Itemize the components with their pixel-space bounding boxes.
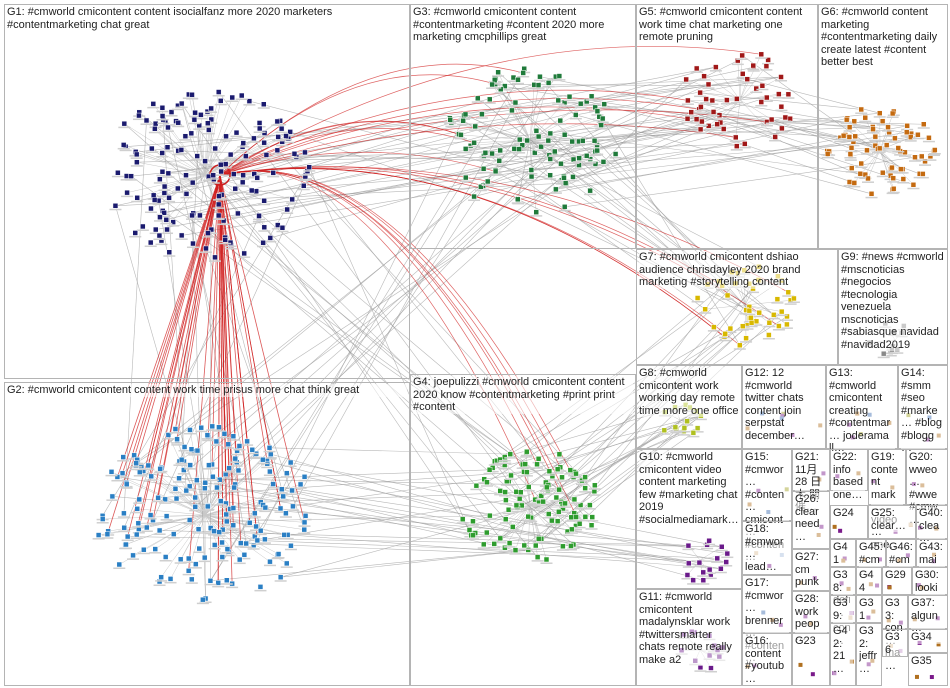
group-label-g42: G42: 21… — [833, 625, 853, 675]
group-label-g1: G1: #cmworld cmicontent content isocialf… — [7, 6, 407, 31]
group-box-g46: G46: #cm… — [886, 539, 916, 567]
group-box-g25: G25: clear… — [868, 505, 916, 539]
group-box-g45: G45: #cm… — [856, 539, 886, 567]
group-box-g36: G36 — [882, 629, 908, 657]
group-box-g2: G2: #cmworld cmicontent content work tim… — [4, 382, 410, 686]
group-box-g5: G5: #cmworld cmicontent content work tim… — [636, 4, 818, 249]
group-box-g18: G18: #cmwor… lead… — [742, 521, 792, 575]
group-label-g23: G23 — [795, 635, 827, 648]
group-box-g26: G26: clear need… — [792, 491, 830, 549]
group-label-g22: G22: info based one… — [833, 451, 865, 501]
group-label-g34: G34 — [911, 631, 945, 644]
group-label-g6: G6: #cmworld content marketing #contentm… — [821, 6, 945, 69]
group-label-g8: G8: #cmworld cmicontent work working day… — [639, 367, 739, 417]
group-box-g29: G29 — [882, 567, 912, 595]
group-label-g44: G44 — [859, 569, 879, 594]
group-box-g27: G27: cm punk — [792, 549, 830, 591]
group-box-g42: G42: 21… — [830, 623, 856, 686]
group-label-g36: G36 — [885, 631, 905, 656]
group-box-g21: G21: 11月28 日 木 開催… — [792, 449, 830, 491]
group-box-g15: G15: #cmwor… #conten… cmicont… #conten… — [742, 449, 792, 521]
group-label-g12: G12: 12 #cmworld twitter chats content j… — [745, 367, 823, 442]
group-label-g11: G11: #cmworld cmicontent madalynsklar wo… — [639, 591, 739, 666]
group-box-g43: G43: mai… — [916, 539, 948, 567]
group-label-g16: G16: content #youtub… — [745, 635, 789, 685]
group-box-g32: G32: jeffr… — [856, 623, 882, 686]
group-label-g29: G29 — [885, 569, 909, 582]
group-label-g26: G26: clear need… — [795, 493, 827, 543]
group-box-g16: G16: content #youtub… — [742, 633, 792, 686]
group-box-g3: G3: #cmworld cmicontent content #content… — [410, 4, 636, 249]
group-box-g44: G44 — [856, 567, 882, 595]
group-label-g13: G13: #cmworld cmicontent creating #conte… — [829, 367, 895, 455]
group-label-g2: G2: #cmworld cmicontent content work tim… — [7, 384, 407, 397]
group-label-g5: G5: #cmworld cmicontent content work tim… — [639, 6, 815, 44]
group-label-g25: G25: clear… — [871, 507, 913, 532]
group-box-g4: G4: joepulizzi #cmworld cmicontent conte… — [410, 374, 636, 686]
group-label-g7: G7: #cmworld cmicontent dshiao audience … — [639, 251, 835, 289]
group-box-g30: G30: looki… — [912, 567, 948, 595]
group-box-g28: G28: work peop… — [792, 591, 830, 633]
group-label-g27: G27: cm punk — [795, 551, 827, 589]
group-box-g12: G12: 12 #cmworld twitter chats content j… — [742, 365, 826, 449]
group-label-g4: G4: joepulizzi #cmworld cmicontent conte… — [413, 376, 633, 414]
group-box-g34: G34 — [908, 629, 948, 653]
group-box-g17: G17: #cmwor… brenner… #conten… — [742, 575, 792, 633]
group-box-g14: G14: #smm #seo #marke… #blog #blogg… — [898, 365, 948, 449]
group-box-g39: G39: con… — [830, 595, 856, 623]
group-box-g24: G24 — [830, 505, 868, 539]
group-box-g22: G22: info based one… — [830, 449, 868, 491]
group-label-g31: G31 — [859, 597, 879, 622]
group-label-g9: G9: #news #cmworld #mscnoticias #negocio… — [841, 251, 945, 351]
group-box-g33: G33: con… ma… — [882, 595, 908, 629]
group-label-g18: G18: #cmwor… lead… — [745, 523, 789, 573]
group-box-g38: G38: defi… — [830, 567, 856, 595]
group-box-g7: G7: #cmworld cmicontent dshiao audience … — [636, 249, 838, 365]
group-label-g3: G3: #cmworld cmicontent content #content… — [413, 6, 633, 44]
group-box-g1: G1: #cmworld cmicontent content isocialf… — [4, 4, 410, 379]
group-box-g35: G35 — [908, 653, 948, 686]
group-label-g41: G41 — [833, 541, 853, 566]
group-label-g10: G10: #cmworld cmicontent video content m… — [639, 451, 739, 526]
group-label-g14: G14: #smm #seo #marke… #blog #blogg… — [901, 367, 945, 455]
group-box-g20: G20: wweo… #wwe #cmw… — [906, 449, 948, 505]
group-box-g11: G11: #cmworld cmicontent madalynsklar wo… — [636, 589, 742, 686]
group-box-g41: G41 — [830, 539, 856, 567]
group-box-g19: G19: content mark… video… one… — [868, 449, 906, 505]
group-label-g32: G32: jeffr… — [859, 625, 879, 675]
group-label-g35: G35 — [911, 655, 945, 668]
group-box-g23: G23 — [792, 633, 830, 686]
group-box-g10: G10: #cmworld cmicontent video content m… — [636, 449, 742, 589]
group-box-g31: G31 — [856, 595, 882, 623]
group-label-g24: G24 — [833, 507, 865, 520]
group-box-g37: G37: algun… — [908, 595, 948, 629]
group-box-g6: G6: #cmworld content marketing #contentm… — [818, 4, 948, 249]
group-box-g40: G40: clea… — [916, 505, 948, 539]
group-box-g8: G8: #cmworld cmicontent work working day… — [636, 365, 742, 449]
group-box-g9: G9: #news #cmworld #mscnoticias #negocio… — [838, 249, 948, 365]
group-box-g13: G13: #cmworld cmicontent creating #conte… — [826, 365, 898, 449]
